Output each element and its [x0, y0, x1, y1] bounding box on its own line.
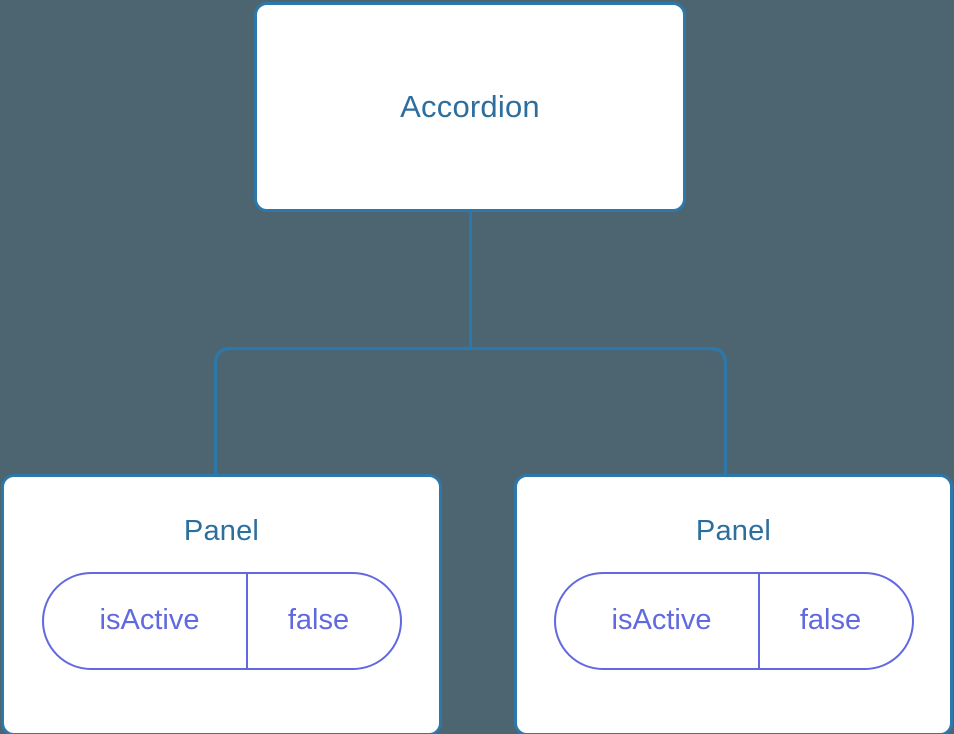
prop-value: false — [245, 573, 400, 668]
node-title: Panel — [695, 515, 772, 547]
node-panel-left[interactable]: Panel isActive false — [1, 474, 442, 734]
prop-badge[interactable]: isActive false — [553, 571, 914, 670]
node-panel-right[interactable]: Panel isActive false — [514, 474, 953, 734]
prop-key: isActive — [611, 604, 712, 637]
node-title: Accordion — [400, 88, 540, 124]
prop-key: isActive — [99, 604, 200, 637]
node-title: Panel — [183, 515, 260, 547]
prop-value: false — [757, 573, 912, 668]
node-accordion[interactable]: Accordion — [254, 2, 686, 212]
prop-badge[interactable]: isActive false — [41, 571, 402, 670]
connector-branch-right — [470, 346, 728, 476]
connector-branch-left — [213, 346, 471, 476]
